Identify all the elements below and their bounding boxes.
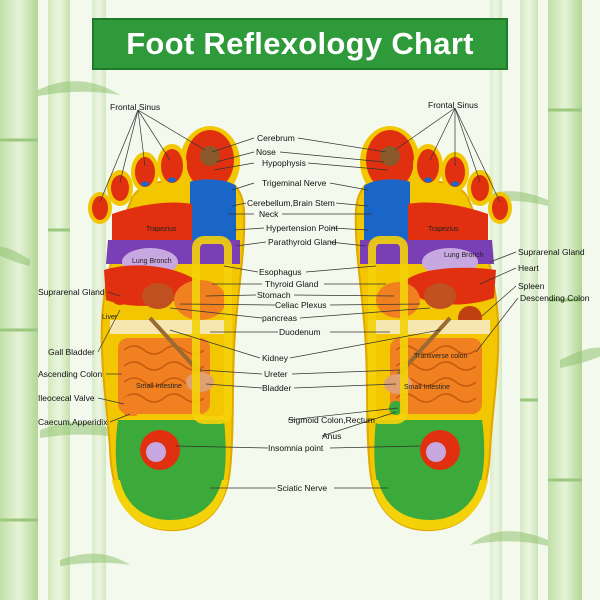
label-right-transverse-colon: Transverse colon	[414, 353, 468, 360]
leader-lines	[97, 107, 519, 489]
label-right-lung: Lung Bronch	[444, 252, 484, 259]
label-sciatic-nerve: Sciatic Nerve	[277, 483, 328, 493]
label-descending-colon: Descending Colon	[520, 293, 590, 303]
label-hypertension-point: Hypertension Point	[266, 223, 338, 233]
label-ileocecal-valve: Ileocecal Valve	[38, 393, 95, 403]
label-bladder: Bladder	[262, 383, 292, 393]
label-parathyroid-gland: Parathyroid Gland	[268, 237, 337, 247]
label-right-small-intestine: Small Intestine	[404, 384, 450, 391]
label-anus: Anus	[322, 431, 342, 441]
label-left-lung: Lung Bronch	[132, 258, 172, 265]
label-stomach: Stomach	[257, 290, 291, 300]
right-foot	[354, 126, 512, 532]
left-foot	[88, 126, 246, 532]
label-duodenum: Duodenum	[279, 327, 321, 337]
label-sigmoid-colon: Sigmoid Colon,Rectum	[288, 415, 375, 425]
chart-title: Foot Reflexology Chart	[126, 26, 474, 61]
label-spleen: Spleen	[518, 281, 545, 291]
label-ascending-colon: Ascending Colon	[38, 369, 103, 379]
label-left-small-intestine: Small Intestine	[136, 383, 182, 390]
label-hypophysis: Hypophysis	[262, 158, 306, 168]
label-insomnia-point: Insomnia point	[268, 443, 324, 453]
label-left-suprarenal-gland: Suprarenal Gland	[38, 287, 105, 297]
label-kidney: Kidney	[262, 353, 288, 363]
label-thyroid-gland: Thyroid Gland	[265, 279, 319, 289]
label-right-frontal-sinus: Frontal Sinus	[428, 100, 479, 110]
title-banner: Foot Reflexology Chart	[92, 18, 508, 70]
label-left-frontal-sinus: Frontal Sinus	[110, 102, 161, 112]
label-left-liver: Liver	[102, 314, 118, 321]
label-caecum: Caecum,Apperidix	[38, 417, 108, 427]
label-neck: Neck	[259, 209, 279, 219]
label-left-trapezius: Trapezius	[146, 226, 177, 233]
label-cerebellum: Cerebellum,Brain Stem	[247, 198, 335, 208]
label-esophagus: Esophagus	[259, 267, 302, 277]
label-cerebrum: Cerebrum	[257, 133, 295, 143]
label-heart: Heart	[518, 263, 539, 273]
label-pancreas: pancreas	[262, 313, 297, 323]
label-celiac-plexus: Celiac Plexus	[275, 300, 327, 310]
label-ureter: Ureter	[264, 369, 288, 379]
label-nose: Nose	[256, 147, 276, 157]
label-trigeminal-nerve: Trigeminal Nerve	[262, 178, 327, 188]
label-gall-bladder: Gall Bladder	[48, 347, 95, 357]
label-right-suprarenal-gland: Suprarenal Gland	[518, 247, 585, 257]
label-right-trapezius: Trapezius	[428, 226, 459, 233]
